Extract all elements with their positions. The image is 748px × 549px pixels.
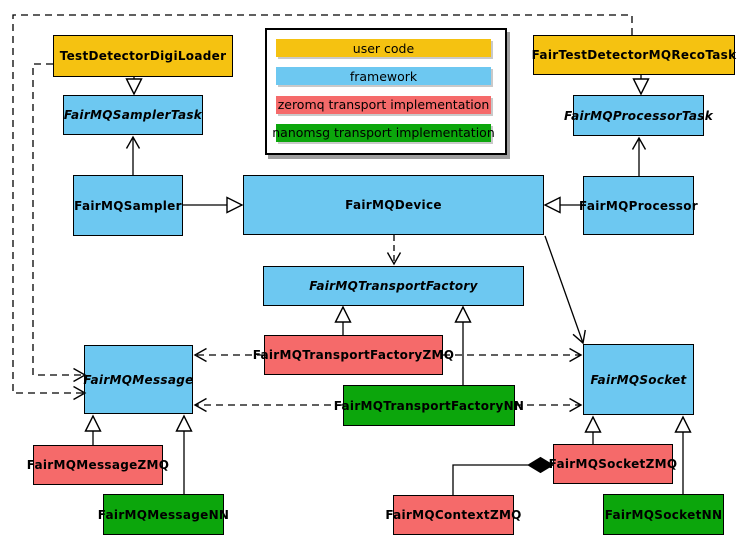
node-fairmqsocketnn: FairMQSocketNN — [603, 494, 724, 535]
node-fairmqsocketzmq: FairMQSocketZMQ — [549, 444, 677, 484]
node-fairmqsampler: FairMQSampler — [73, 175, 183, 236]
node-fairmqtransportfactoryzmq: FairMQTransportFactoryZMQ — [253, 335, 454, 375]
node-fairmqmessagezmq: FairMQMessageZMQ — [27, 445, 169, 485]
node-fairmqmessage: FairMQMessage — [83, 345, 193, 414]
node-fairmqcontextzmq: FairMQContextZMQ — [385, 495, 521, 535]
node-fairmqtransportfactorynn: FairMQTransportFactoryNN — [334, 385, 524, 426]
legend-item-user-code: user code — [276, 39, 491, 57]
edge-assoc-device-socket — [544, 235, 586, 345]
legend: user code framework zeromq transport imp… — [265, 28, 507, 155]
legend-item-zeromq-transport: zeromq transport implementation — [276, 95, 491, 114]
node-testdetectordigiloader: TestDetectorDigiLoader — [53, 35, 233, 77]
node-fairmqsamplertask: FairMQSamplerTask — [63, 95, 203, 135]
legend-item-framework: framework — [276, 67, 491, 86]
node-fairmqprocessortask: FairMQProcessorTask — [564, 95, 713, 136]
node-fairmqsocket: FairMQSocket — [583, 344, 694, 415]
node-fairtestdetectormqrecotask: FairTestDetectorMQRecoTask — [532, 35, 736, 75]
node-fairmqdevice: FairMQDevice — [243, 175, 544, 235]
node-fairmqtransportfactory: FairMQTransportFactory — [263, 266, 524, 306]
node-fairmqprocessor: FairMQProcessor — [579, 176, 698, 235]
legend-item-nanomsg-transport: nanomsg transport implementation — [272, 123, 495, 142]
node-fairmqmessagenn: FairMQMessageNN — [98, 494, 229, 535]
edge-comp-contextzmq-socketzmq — [452, 464, 528, 495]
